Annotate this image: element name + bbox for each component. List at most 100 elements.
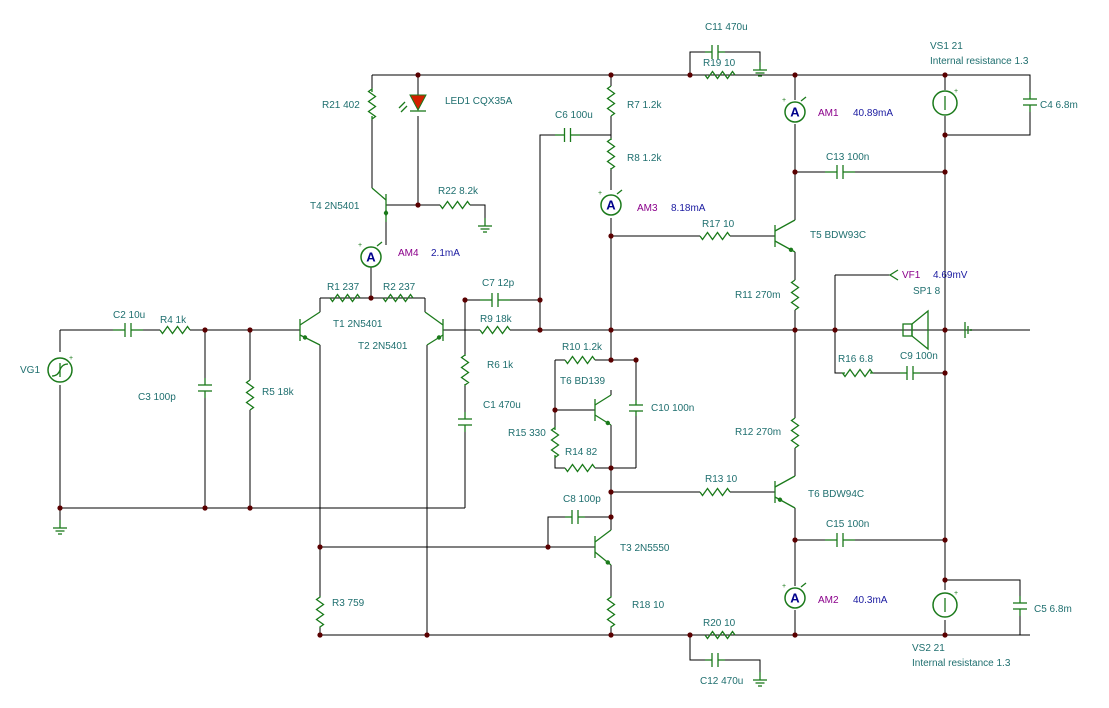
- speaker-icon: [902, 309, 929, 351]
- wires: [59, 51, 1031, 672]
- plus-sign: +: [954, 88, 958, 95]
- probe-arrow: [888, 269, 899, 281]
- junction-dot: [202, 505, 208, 511]
- capacitor-c9: [900, 366, 920, 380]
- ground-icon: [753, 62, 767, 77]
- vs2-label: VS2 21: [912, 643, 945, 654]
- junction-dot: [415, 72, 421, 78]
- junction-dot: [247, 327, 253, 333]
- c1-label: C1 470u: [483, 400, 521, 411]
- r14-label: R14 82: [565, 447, 598, 458]
- ammeter-am4: A+: [358, 241, 383, 268]
- junction-dot: [792, 72, 798, 78]
- r9-label: R9 18k: [480, 314, 513, 325]
- wire: [510, 299, 541, 330]
- vf1_val-label: 4.69mV: [933, 270, 968, 281]
- wire: [547, 516, 565, 547]
- r15-label: R15 330: [508, 428, 546, 439]
- plus-sign: +: [598, 190, 602, 197]
- components: A++A++A+A++: [47, 45, 1037, 687]
- wire: [834, 330, 845, 374]
- c13-label: C13 100n: [826, 152, 869, 163]
- transistor-arrow: [788, 247, 794, 252]
- capacitor-c8: [565, 510, 585, 524]
- junction-dot: [552, 407, 558, 413]
- resistor-r10: [564, 355, 596, 365]
- resistor-r5: [245, 379, 255, 411]
- led-body: [409, 94, 427, 112]
- am2-label: AM2: [818, 595, 839, 606]
- capacitor-c4: [1023, 92, 1037, 112]
- resistor-r4: [159, 325, 191, 335]
- transistor-emitter: [774, 496, 796, 509]
- ammeter-symbol: A: [606, 198, 616, 213]
- capacitor-c1: [458, 412, 472, 432]
- r13-label: R13 10: [705, 474, 738, 485]
- junction-dot: [424, 632, 430, 638]
- waveform-path: [51, 363, 69, 377]
- resistor-r11: [790, 279, 800, 311]
- ammeter-body: [784, 587, 806, 609]
- transistor-t1: [299, 311, 321, 346]
- junction-dot: [633, 357, 639, 363]
- r3-label: R3 759: [332, 598, 365, 609]
- am1-label: AM1: [818, 108, 839, 119]
- plus-sign: +: [954, 590, 958, 597]
- junction-dot: [317, 632, 323, 638]
- resistor-r7: [606, 85, 616, 117]
- resistor-r12: [790, 417, 800, 449]
- r12-label: R12 270m: [735, 427, 781, 438]
- r5-label: R5 18k: [262, 387, 295, 398]
- r17-label: R17 10: [702, 219, 735, 230]
- r21-label: R21 402: [322, 100, 360, 111]
- c4-label: C4 6.8m: [1040, 100, 1078, 111]
- r10-label: R10 1.2k: [562, 342, 603, 353]
- wire: [554, 455, 565, 469]
- ammeter-symbol: A: [790, 591, 800, 606]
- r18-label: R18 10: [632, 600, 665, 611]
- junction-dot: [942, 169, 948, 175]
- wire: [595, 359, 637, 400]
- junction-dot: [608, 233, 614, 239]
- t3-label: T3 2N5550: [620, 543, 670, 554]
- wire: [689, 635, 705, 661]
- plus-sign: +: [782, 97, 786, 104]
- resistor-r2: [382, 293, 414, 303]
- ammeter-arrow: [800, 582, 807, 588]
- junction-dot: [368, 295, 374, 301]
- junction-dot: [942, 327, 948, 333]
- capacitor-c7: [480, 293, 510, 307]
- junction-dot: [687, 72, 693, 78]
- r20-label: R20 10: [703, 618, 736, 629]
- capacitor-c6: [555, 128, 580, 142]
- junction-dot: [537, 327, 543, 333]
- wire: [945, 579, 1021, 596]
- junction-dot: [792, 169, 798, 175]
- resistor-r17: [699, 231, 731, 241]
- ammeter-am2: A+: [782, 582, 807, 609]
- wire: [539, 134, 555, 300]
- capacitor-c3: [198, 378, 212, 398]
- capacitor-c5: [1013, 596, 1027, 616]
- junction-dot: [608, 327, 614, 333]
- junction-dot: [608, 465, 614, 471]
- vf1-label: VF1: [902, 270, 921, 281]
- transistor-t6-bd139: [594, 394, 612, 426]
- ammeter-body: [360, 246, 382, 268]
- led-ray: [400, 105, 408, 113]
- transistor-t4: [371, 187, 389, 222]
- c6-label: C6 100u: [555, 110, 593, 121]
- transistor-t5: [774, 219, 796, 253]
- am3-label: AM3: [637, 203, 658, 214]
- resistor-r6: [460, 353, 470, 387]
- c11-label: C11 470u: [705, 22, 748, 33]
- c2-label: C2 10u: [113, 310, 145, 321]
- junction-dot: [608, 632, 614, 638]
- junction-dot: [202, 327, 208, 333]
- transistor-t6-bdw94c: [774, 475, 796, 509]
- ground-icon: [478, 218, 492, 233]
- transistor-arrow: [436, 335, 442, 340]
- resistor-r22: [439, 200, 471, 210]
- junction-dot: [942, 72, 948, 78]
